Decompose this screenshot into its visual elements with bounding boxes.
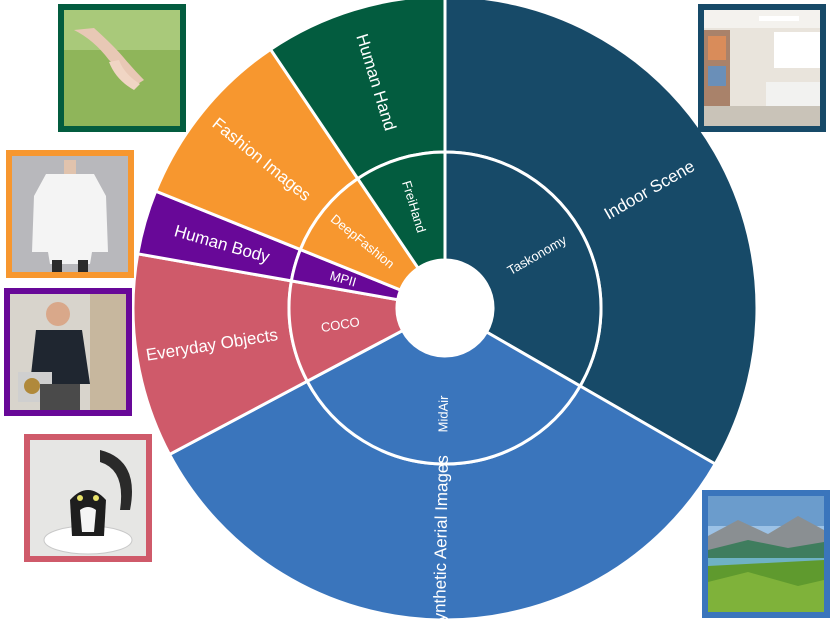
inner-label-midair: MidAir xyxy=(435,395,451,433)
human-hand-thumbnail xyxy=(58,4,186,132)
outer-ring xyxy=(131,0,759,620)
outer-label-synthetic-aerial-images: Synthetic Aerial Images xyxy=(430,455,452,620)
center-hole xyxy=(397,260,493,356)
human-body-thumbnail xyxy=(4,288,132,416)
indoor-scene-thumbnail xyxy=(698,4,826,132)
inner-label-coco: COCO xyxy=(320,314,361,335)
fashion-photo xyxy=(12,156,128,272)
everyday-object-photo xyxy=(30,440,146,556)
indoor-scene-photo xyxy=(704,10,820,126)
inner-ring xyxy=(287,150,603,466)
aerial-landscape-photo xyxy=(708,496,824,612)
everyday-object-thumbnail xyxy=(24,434,152,562)
human-hand-photo xyxy=(64,10,180,126)
human-body-photo xyxy=(10,294,126,410)
aerial-landscape-thumbnail xyxy=(702,490,830,618)
inner-label-mpii: MPII xyxy=(328,268,358,290)
fashion-thumbnail xyxy=(6,150,134,278)
